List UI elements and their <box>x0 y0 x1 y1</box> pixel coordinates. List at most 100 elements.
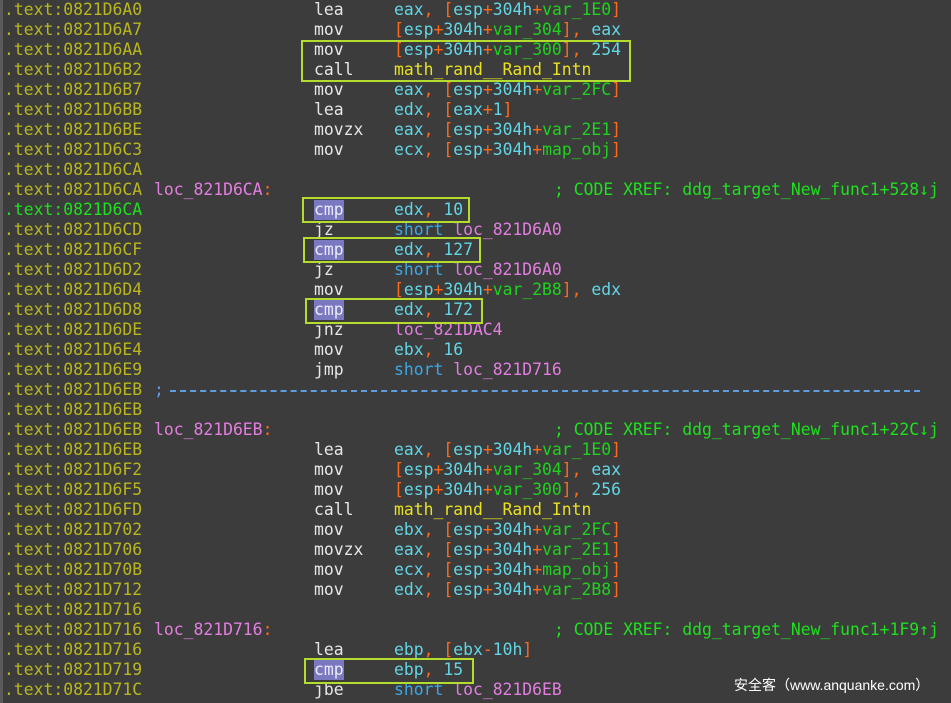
instruction-operands[interactable]: [esp+304h+var_304], eax <box>394 20 621 40</box>
operand-var[interactable]: var_300 <box>492 40 562 59</box>
operand-loc[interactable]: loc_821D6A0 <box>453 260 562 279</box>
address[interactable]: .text:0821D6A7 <box>4 20 143 39</box>
address[interactable]: .text:0821D6CF <box>4 240 143 259</box>
address[interactable]: .text:0821D6CA <box>4 200 143 219</box>
instruction-operands[interactable]: short loc_821D6A0 <box>394 260 562 280</box>
address[interactable]: .text:0821D6D8 <box>4 300 143 319</box>
address[interactable]: .text:0821D6AA <box>4 40 143 59</box>
instruction-operands[interactable]: edx, [eax+1] <box>394 100 512 120</box>
operand-var[interactable]: var_1E0 <box>542 0 612 19</box>
address[interactable]: .text:0821D6E4 <box>4 340 143 359</box>
code-xref-comment[interactable]: ; CODE XREF: ddg_target_New_func1+22C↓j <box>554 420 939 439</box>
instruction-operands[interactable]: eax, [esp+304h+var_2E1] <box>394 540 621 560</box>
instruction-operands[interactable]: ecx, [esp+304h+map_obj] <box>394 560 621 580</box>
instruction-operands[interactable]: ecx, [esp+304h+map_obj] <box>394 140 621 160</box>
address[interactable]: .text:0821D719 <box>4 660 143 679</box>
code-xref-comment[interactable]: ; CODE XREF: ddg_target_New_func1+528↓j <box>554 180 939 199</box>
instruction-operands[interactable]: eax, [esp+304h+var_2E1] <box>394 120 621 140</box>
instruction-operands[interactable]: [esp+304h+var_304], eax <box>394 460 621 480</box>
instruction-mnemonic[interactable]: lea <box>314 0 344 19</box>
instruction-operands[interactable]: [esp+304h+var_300], 254 <box>394 40 621 60</box>
instruction-mnemonic[interactable]: mov <box>314 560 344 579</box>
instruction-mnemonic[interactable]: jmp <box>314 360 344 379</box>
location-label[interactable]: loc_821D716: <box>154 620 272 640</box>
address[interactable]: .text:0821D6BB <box>4 100 143 119</box>
operand-var[interactable]: var_300 <box>492 480 562 499</box>
address[interactable]: .text:0821D6CA <box>4 160 143 179</box>
address[interactable]: .text:0821D70B <box>4 560 143 579</box>
address[interactable]: .text:0821D6B2 <box>4 60 143 79</box>
instruction-operands[interactable]: ebx, [esp+304h+var_2FC] <box>394 520 621 540</box>
location-label[interactable]: loc_821D6EB: <box>154 420 272 440</box>
address[interactable]: .text:0821D6B7 <box>4 80 143 99</box>
instruction-mnemonic[interactable]: lea <box>314 640 344 659</box>
instruction-operands[interactable]: edx, 10 <box>394 200 463 220</box>
operand-var[interactable]: map_obj <box>542 560 612 579</box>
instruction-mnemonic[interactable]: cmp <box>314 200 344 220</box>
address[interactable]: .text:0821D6FD <box>4 500 143 519</box>
instruction-operands[interactable]: eax, [esp+304h+var_2FC] <box>394 80 621 100</box>
instruction-operands[interactable]: ebp, 15 <box>394 660 463 680</box>
instruction-mnemonic[interactable]: cmp <box>314 240 344 260</box>
address[interactable]: .text:0821D6BE <box>4 120 143 139</box>
address[interactable]: .text:0821D716 <box>4 620 143 639</box>
operand-loc[interactable]: loc_821DAC4 <box>394 320 503 339</box>
instruction-mnemonic[interactable]: movzx <box>314 120 364 139</box>
operand-var[interactable]: var_1E0 <box>542 440 612 459</box>
instruction-operands[interactable]: short loc_821D6EB <box>394 680 562 700</box>
operand-var[interactable]: var_2B8 <box>542 580 612 599</box>
instruction-operands[interactable]: loc_821DAC4 <box>394 320 503 340</box>
operand-func[interactable]: math_rand__Rand_Intn <box>394 500 592 519</box>
instruction-operands[interactable]: ebx, 16 <box>394 340 463 360</box>
instruction-operands[interactable]: eax, [esp+304h+var_1E0] <box>394 440 621 460</box>
operand-loc[interactable]: loc_821D6EB <box>453 680 562 699</box>
address[interactable]: .text:0821D6F2 <box>4 460 143 479</box>
instruction-operands[interactable]: edx, [esp+304h+var_2B8] <box>394 580 621 600</box>
address[interactable]: .text:0821D6EB <box>4 400 143 419</box>
address[interactable]: .text:0821D6CA <box>4 180 143 199</box>
operand-var[interactable]: var_2FC <box>542 520 612 539</box>
address[interactable]: .text:0821D702 <box>4 520 143 539</box>
address[interactable]: .text:0821D6F5 <box>4 480 143 499</box>
instruction-operands[interactable]: short loc_821D6A0 <box>394 220 562 240</box>
instruction-operands[interactable]: [esp+304h+var_2B8], edx <box>394 280 621 300</box>
instruction-mnemonic[interactable]: mov <box>314 480 344 499</box>
operand-var[interactable]: var_304 <box>492 20 562 39</box>
instruction-mnemonic[interactable]: call <box>314 500 354 519</box>
instruction-mnemonic[interactable]: mov <box>314 580 344 599</box>
operand-var[interactable]: var_2E1 <box>542 120 612 139</box>
instruction-mnemonic[interactable]: lea <box>314 100 344 119</box>
address[interactable]: .text:0821D716 <box>4 640 143 659</box>
address[interactable]: .text:0821D6E9 <box>4 360 143 379</box>
location-label-text[interactable]: loc_821D6EB <box>154 420 263 439</box>
address[interactable]: .text:0821D6A0 <box>4 0 143 19</box>
operand-func[interactable]: math_rand__Rand_Intn <box>394 60 592 79</box>
instruction-mnemonic[interactable]: mov <box>314 280 344 299</box>
instruction-mnemonic[interactable]: mov <box>314 460 344 479</box>
instruction-mnemonic[interactable]: mov <box>314 140 344 159</box>
address[interactable]: .text:0821D706 <box>4 540 143 559</box>
instruction-mnemonic[interactable]: mov <box>314 20 344 39</box>
instruction-operands[interactable]: edx, 127 <box>394 240 473 260</box>
address[interactable]: .text:0821D716 <box>4 600 143 619</box>
operand-var[interactable]: map_obj <box>542 140 612 159</box>
address[interactable]: .text:0821D6EB <box>4 420 143 439</box>
location-label-text[interactable]: loc_821D6CA <box>154 180 263 199</box>
instruction-mnemonic[interactable]: jz <box>314 260 334 279</box>
address[interactable]: .text:0821D6C3 <box>4 140 143 159</box>
operand-var[interactable]: var_2E1 <box>542 540 612 559</box>
instruction-mnemonic[interactable]: call <box>314 60 354 79</box>
operand-var[interactable]: var_304 <box>492 460 562 479</box>
instruction-operands[interactable]: math_rand__Rand_Intn <box>394 60 591 80</box>
instruction-operands[interactable]: edx, 172 <box>394 300 473 320</box>
address[interactable]: .text:0821D6EB <box>4 380 143 399</box>
instruction-operands[interactable]: math_rand__Rand_Intn <box>394 500 591 520</box>
instruction-mnemonic[interactable]: mov <box>314 40 344 59</box>
instruction-operands[interactable]: short loc_821D716 <box>394 360 562 380</box>
instruction-mnemonic[interactable]: cmp <box>314 300 344 320</box>
location-label-text[interactable]: loc_821D716 <box>154 620 263 639</box>
instruction-mnemonic[interactable]: mov <box>314 80 344 99</box>
code-xref-comment[interactable]: ; CODE XREF: ddg_target_New_func1+1F9↑j <box>554 620 939 639</box>
address[interactable]: .text:0821D6D2 <box>4 260 143 279</box>
instruction-mnemonic[interactable]: cmp <box>314 660 344 680</box>
